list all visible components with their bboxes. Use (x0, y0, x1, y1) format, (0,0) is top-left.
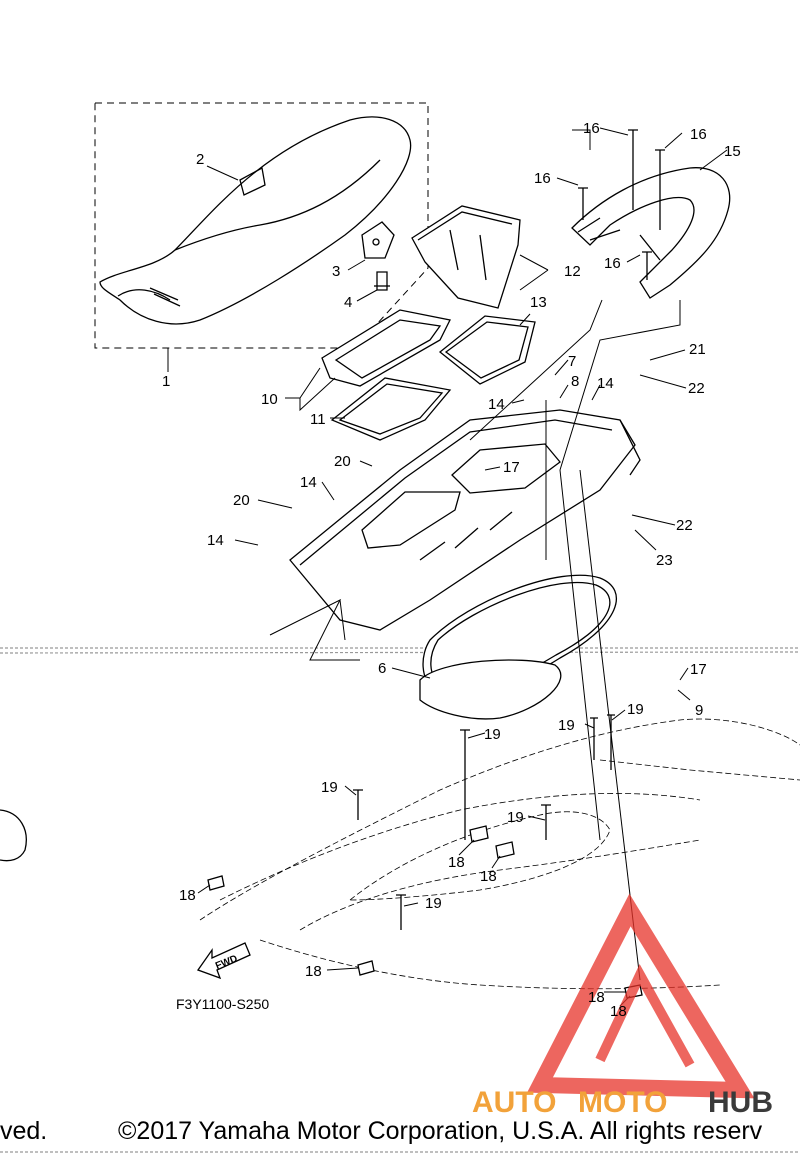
callout-19c: 19 (627, 701, 644, 718)
callout-4: 4 (344, 294, 352, 311)
callout-21: 21 (689, 341, 706, 358)
copyright-footer: ved. ©2017 Yamaha Motor Corporation, U.S… (0, 1114, 800, 1148)
callout-23: 23 (656, 552, 673, 569)
callout-22b: 22 (676, 517, 693, 534)
callout-18f: 18 (610, 1003, 627, 1020)
callout-3: 3 (332, 263, 340, 280)
callout-7: 7 (568, 353, 576, 370)
callout-20a: 20 (334, 453, 351, 470)
callout-6: 6 (378, 660, 386, 677)
watermark-logo (527, 893, 755, 1099)
bolt-16-3 (578, 187, 588, 220)
drawing-code: F3Y1100-S250 (176, 996, 269, 1012)
seat (99, 116, 412, 325)
seat-bracket (361, 221, 395, 259)
callout-17a: 17 (503, 459, 520, 476)
callout-18a: 18 (448, 854, 465, 871)
bolt-16-4 (642, 251, 652, 280)
callout-12: 12 (564, 263, 581, 280)
page-tear-line (0, 647, 800, 654)
bucket-gasket (438, 315, 536, 385)
callouts: 2 3 4 1 12 13 10 11 16 16 15 16 16 21 7 … (162, 120, 741, 1020)
callout-20b: 20 (233, 492, 250, 509)
bucket-gasket-inner (444, 321, 529, 379)
leader-lines (167, 127, 728, 1007)
bolt-16-1 (628, 129, 638, 210)
callout-19a: 19 (484, 726, 501, 743)
hatch-frame (321, 309, 451, 387)
callout-18b: 18 (480, 868, 497, 885)
seat-bolt (374, 271, 390, 291)
callout-13: 13 (530, 294, 547, 311)
callout-19e: 19 (507, 809, 524, 826)
callout-9: 9 (695, 702, 703, 719)
callout-17b: 17 (690, 661, 707, 678)
copyright-fragment: ved. (0, 1117, 48, 1145)
callout-16a: 16 (583, 120, 600, 137)
callout-18e: 18 (588, 989, 605, 1006)
callout-19b: 19 (558, 717, 575, 734)
callout-1: 1 (162, 373, 170, 390)
callout-18d: 18 (305, 963, 322, 980)
lower-gasket (419, 659, 562, 720)
callout-18c: 18 (179, 887, 196, 904)
callout-2: 2 (196, 151, 204, 168)
watermark-moto: MOTO (578, 1086, 667, 1119)
callout-19f: 19 (425, 895, 442, 912)
rivets (353, 714, 615, 930)
fwd-arrow: FWD (196, 942, 251, 980)
callout-15: 15 (724, 143, 741, 160)
storage-bucket (411, 205, 521, 309)
bolt-16-2 (655, 149, 665, 230)
callout-10: 10 (261, 391, 278, 408)
callout-16b: 16 (690, 126, 707, 143)
callout-16d: 16 (604, 255, 621, 272)
callout-22a: 22 (688, 380, 705, 397)
callout-14d: 14 (207, 532, 224, 549)
callout-14c: 14 (300, 474, 317, 491)
watermark-hub: HUB (708, 1086, 773, 1119)
watermark-auto: AUTO (472, 1086, 556, 1119)
copyright-text: ©2017 Yamaha Motor Corporation, U.S.A. A… (118, 1117, 763, 1145)
grab-handle (571, 167, 731, 299)
hatch-gasket-inner (338, 383, 444, 435)
seat-assembly-box (94, 102, 429, 349)
callout-8: 8 (571, 373, 579, 390)
callout-16c: 16 (534, 170, 551, 187)
hull-outline (0, 718, 800, 990)
callout-14a: 14 (597, 375, 614, 392)
callout-14b: 14 (488, 396, 505, 413)
callout-11: 11 (310, 411, 326, 428)
clips (207, 825, 643, 999)
hatch-gasket (330, 377, 452, 441)
callout-19d: 19 (321, 779, 338, 796)
watermark-wordmark: AUTO MOTO HUB (472, 1086, 773, 1119)
